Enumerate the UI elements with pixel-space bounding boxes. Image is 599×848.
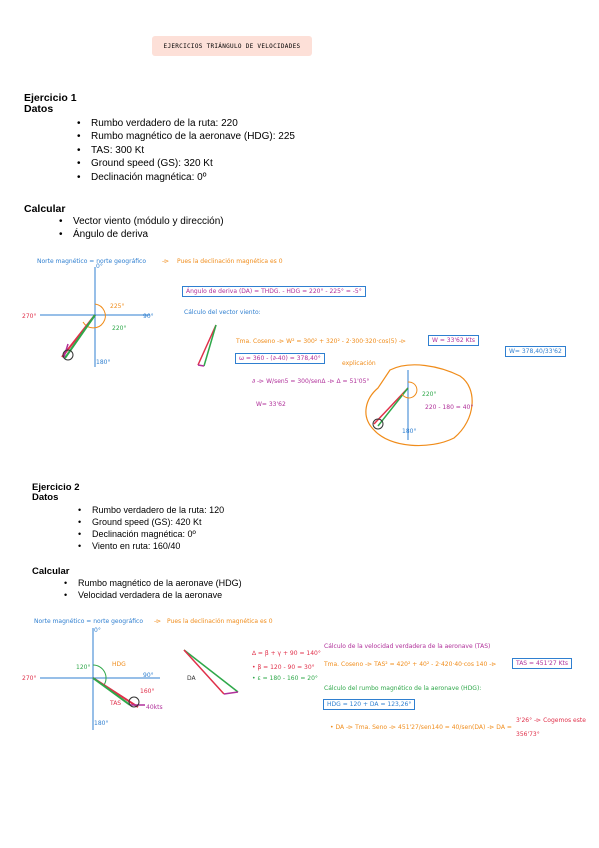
ex1-final-answer: W= 378,40/33'62: [505, 346, 566, 357]
ex1-deg270: 270°: [22, 313, 37, 320]
ex1-compass-diagram: [40, 267, 150, 367]
ex2-epsilon: • ε = 180 - 160 = 20°: [252, 675, 318, 682]
ex1-deg225: 225°: [110, 303, 125, 310]
ex1-deg90: 90°: [143, 313, 154, 320]
ex1-calcular-list: Vector viento (módulo y dirección) Ángul…: [57, 215, 224, 242]
ex1-norte-note: Norte magnético = norte geográfico: [37, 258, 146, 265]
ex1-calc-viento-label: Cálculo del vector viento:: [184, 309, 261, 316]
ex2-sine-formula: • DA -⊳ Tma. Seno -⊳ 451'27/sen140 = 40/…: [330, 724, 512, 731]
ex2-norte-note: Norte magnético = norte geográfico: [34, 618, 143, 625]
list-item: Rumbo verdadero de la ruta: 220: [75, 117, 295, 131]
ex1-inset-220: 220°: [422, 391, 437, 398]
ex2-deg270: 270°: [22, 675, 37, 682]
ex2-heading: Ejercicio 2: [32, 482, 80, 493]
page-title: EJERCICIOS TRIÁNGULO DE VELOCIDADES: [152, 36, 312, 56]
list-item: Rumbo magnético de la aeronave (HDG): 22…: [75, 130, 295, 144]
ex1-sine-formula: ∂ -⊳ W/sen5 = 300/senΔ -⊳ Δ = 51'05°: [252, 378, 370, 385]
ex2-arrow: -⊳: [154, 618, 162, 625]
ex2-tas-label: TAS: [110, 700, 122, 707]
ex2-beta: • β = 120 - 90 = 30°: [252, 664, 315, 671]
list-item: Rumbo magnético de la aeronave (HDG): [62, 577, 242, 589]
ex2-pues-note: Pues la declinación magnética es 0: [167, 618, 273, 625]
ex2-deg160: 160°: [140, 688, 155, 695]
ex1-deg180: 180°: [96, 359, 111, 366]
list-item: TAS: 300 Kt: [75, 144, 295, 158]
ex1-deg220: 220°: [112, 325, 127, 332]
ex2-40kts-label: 40kts: [146, 704, 163, 711]
ex1-inset-note: 220 - 180 = 40°: [425, 404, 474, 411]
ex1-w2: W= 33'62: [256, 401, 286, 408]
ex2-deg90: 90°: [143, 672, 154, 679]
list-item: Velocidad verdadera de la aeronave: [62, 589, 242, 601]
ex1-w-direction: ω = 360 - (∂-40) = 378,40°: [235, 353, 325, 364]
ex2-triangle-diagram: [183, 649, 239, 695]
ex1-deg0: 0°: [96, 263, 103, 270]
ex2-tas-result: TAS = 451'27 Kts: [512, 658, 573, 669]
ex2-datos-label: Datos: [32, 492, 59, 503]
list-item: Ground speed (GS): 320 Kt: [75, 157, 295, 171]
ex2-triangle-da: DA: [187, 675, 196, 682]
ex1-arrow: -⊳: [162, 258, 170, 265]
ex1-inset-180: 180°: [402, 428, 417, 435]
ex2-deg120: 120°: [76, 664, 91, 671]
list-item: Ground speed (GS): 420 Kt: [76, 516, 224, 528]
ex2-datos-list: Rumbo verdadero de la ruta: 120 Ground s…: [76, 504, 224, 552]
ex1-datos-label: Datos: [24, 103, 54, 115]
ex2-deg0: 0°: [94, 627, 101, 634]
ex1-triangle-diagram: [197, 324, 217, 367]
ex1-datos-list: Rumbo verdadero de la ruta: 220 Rumbo ma…: [75, 117, 295, 184]
ex1-w-result: W = 33'62 Kts: [428, 335, 480, 346]
ex2-compass-diagram: [40, 628, 160, 730]
ex2-deg180: 180°: [94, 720, 109, 727]
ex1-pues-note: Pues la declinación magnética es 0: [177, 258, 283, 265]
ex2-hdg-label: HDG: [112, 661, 126, 668]
list-item: Ángulo de deriva: [57, 228, 224, 242]
list-item: Declinación magnética: 0º: [75, 171, 295, 185]
list-item: Rumbo verdadero de la ruta: 120: [76, 504, 224, 516]
ex1-explicacion-diagram: [365, 364, 473, 447]
ex2-calc-tas-label: Cálculo de la velocidad verdadera de la …: [324, 643, 491, 650]
ex2-calc-hdg-label: Cálculo del rumbo magnético de la aerona…: [324, 685, 482, 692]
ex2-angle-sum: ∆ = β + γ + 90 = 140°: [252, 650, 321, 657]
ex1-calcular-label: Calcular: [24, 203, 66, 215]
list-item: Declinación magnética: 0º: [76, 528, 224, 540]
ex2-calcular-label: Calcular: [32, 566, 70, 577]
ex2-tas-formula: Tma. Coseno -⊳ TAS² = 420² + 40² - 2·420…: [324, 661, 497, 668]
ex2-calcular-list: Rumbo magnético de la aeronave (HDG) Vel…: [62, 577, 242, 601]
ex1-heading: Ejercicio 1: [24, 92, 77, 104]
ex2-option-1: 3'26° -⊳ Cogemos este: [516, 717, 586, 724]
ex2-hdg-formula: HDG = 120 + DA = 123,26°: [323, 699, 416, 710]
ex1-explicacion: explicación: [342, 360, 376, 367]
list-item: Vector viento (módulo y dirección): [57, 215, 224, 229]
ex1-cosine-formula: Tma. Coseno -⊳ W² = 300² + 320² - 2·300·…: [236, 338, 407, 345]
ex2-option-2: 356'73°: [516, 731, 540, 738]
list-item: Viento en ruta: 160/40: [76, 540, 224, 552]
ex1-deriva-formula: Ángulo de deriva (DA) = THDG. - HDG = 22…: [182, 286, 366, 297]
